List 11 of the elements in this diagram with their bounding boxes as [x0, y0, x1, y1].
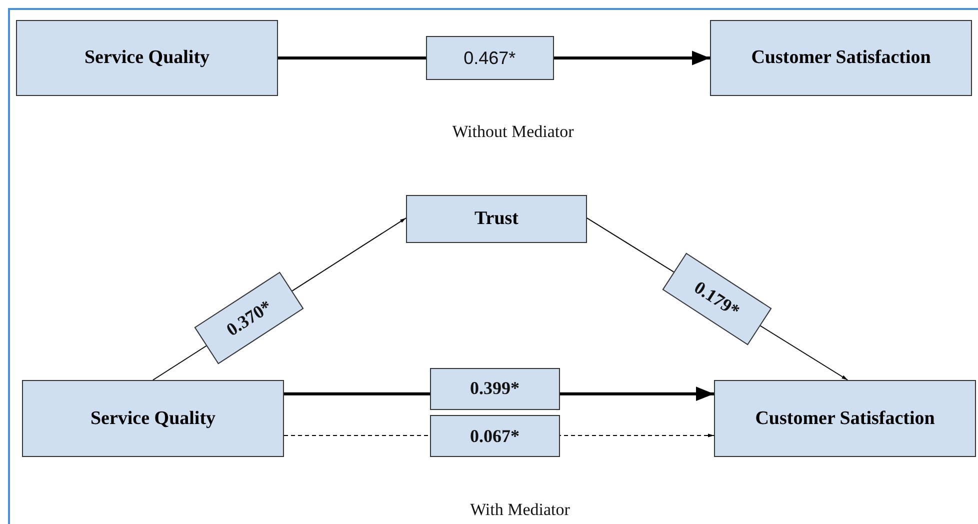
coefficient-label: 0.067* — [430, 415, 560, 458]
panel-caption: With Mediator — [470, 500, 570, 520]
variable-box: Trust — [406, 195, 587, 243]
variable-box: Service Quality — [16, 20, 278, 96]
variable-box: Customer Satisfaction — [710, 20, 972, 96]
coefficient-label: 0.467* — [426, 36, 554, 80]
variable-box: Service Quality — [22, 380, 284, 457]
coefficient-label: 0.399* — [430, 368, 560, 410]
variable-box: Customer Satisfaction — [714, 380, 976, 457]
coefficient-label: 0.179* — [662, 252, 772, 346]
panel-caption: Without Mediator — [452, 122, 574, 142]
